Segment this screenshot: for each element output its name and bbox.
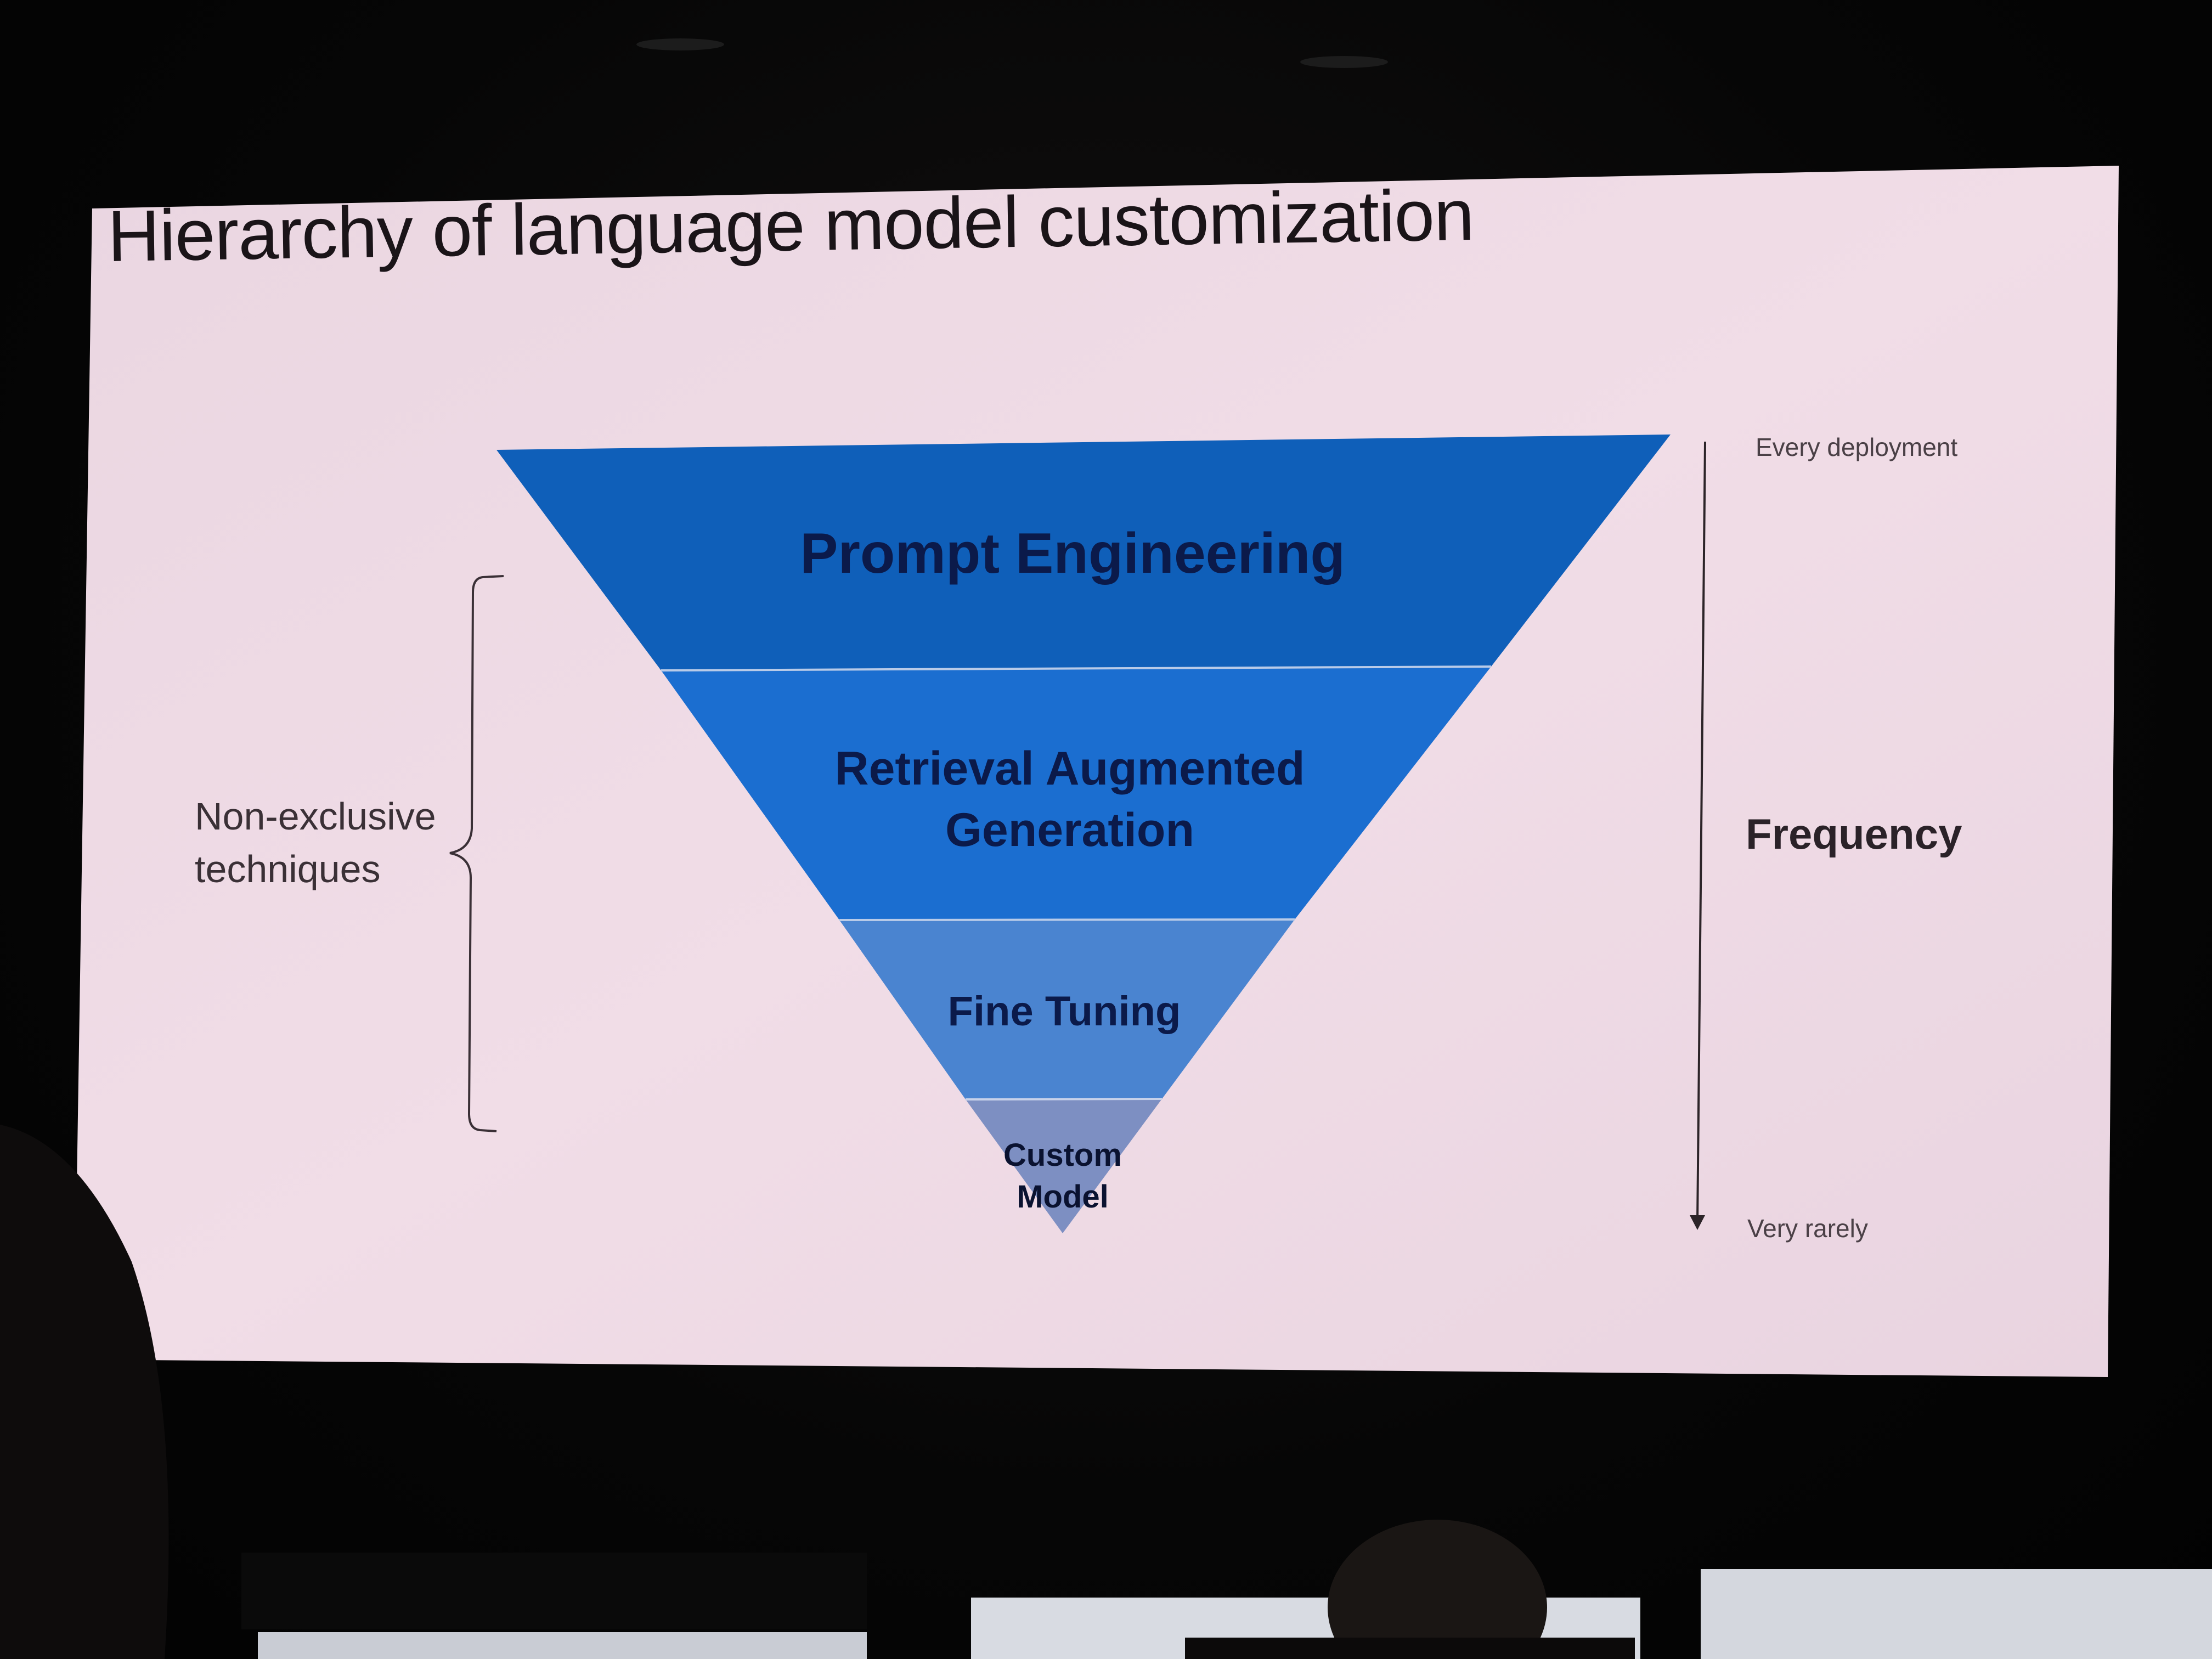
left-curly-brace — [449, 575, 504, 1132]
frequency-axis-label: Frequency — [1746, 810, 1962, 858]
frequency-arrow-line — [1696, 441, 1706, 1223]
tier-label-fine-tuning: Fine Tuning — [947, 988, 1181, 1035]
tier-4-band — [966, 1099, 1162, 1233]
non-exclusive-label: Non-exclusive techniques — [195, 795, 436, 890]
tier-label-prompt-engineering: Prompt Engineering — [800, 522, 1345, 585]
ceiling-light-left — [636, 38, 724, 50]
ceiling-light-right — [1300, 56, 1388, 68]
tier-separator-1 — [661, 665, 1492, 672]
tier-label-custom-model: Custom Model — [1003, 1137, 1122, 1215]
frequency-arrow-head — [1690, 1215, 1705, 1230]
tier-3-band — [839, 919, 1295, 1099]
tier-2-band — [661, 667, 1491, 920]
frequency-bottom-label: Very rarely — [1747, 1214, 1868, 1243]
tier-1-band — [496, 435, 1671, 670]
tier-separator-2 — [839, 918, 1295, 921]
frequency-top-label: Every deployment — [1756, 433, 1958, 461]
tier-label-rag: Retrieval Augmented Generation — [834, 742, 1305, 856]
